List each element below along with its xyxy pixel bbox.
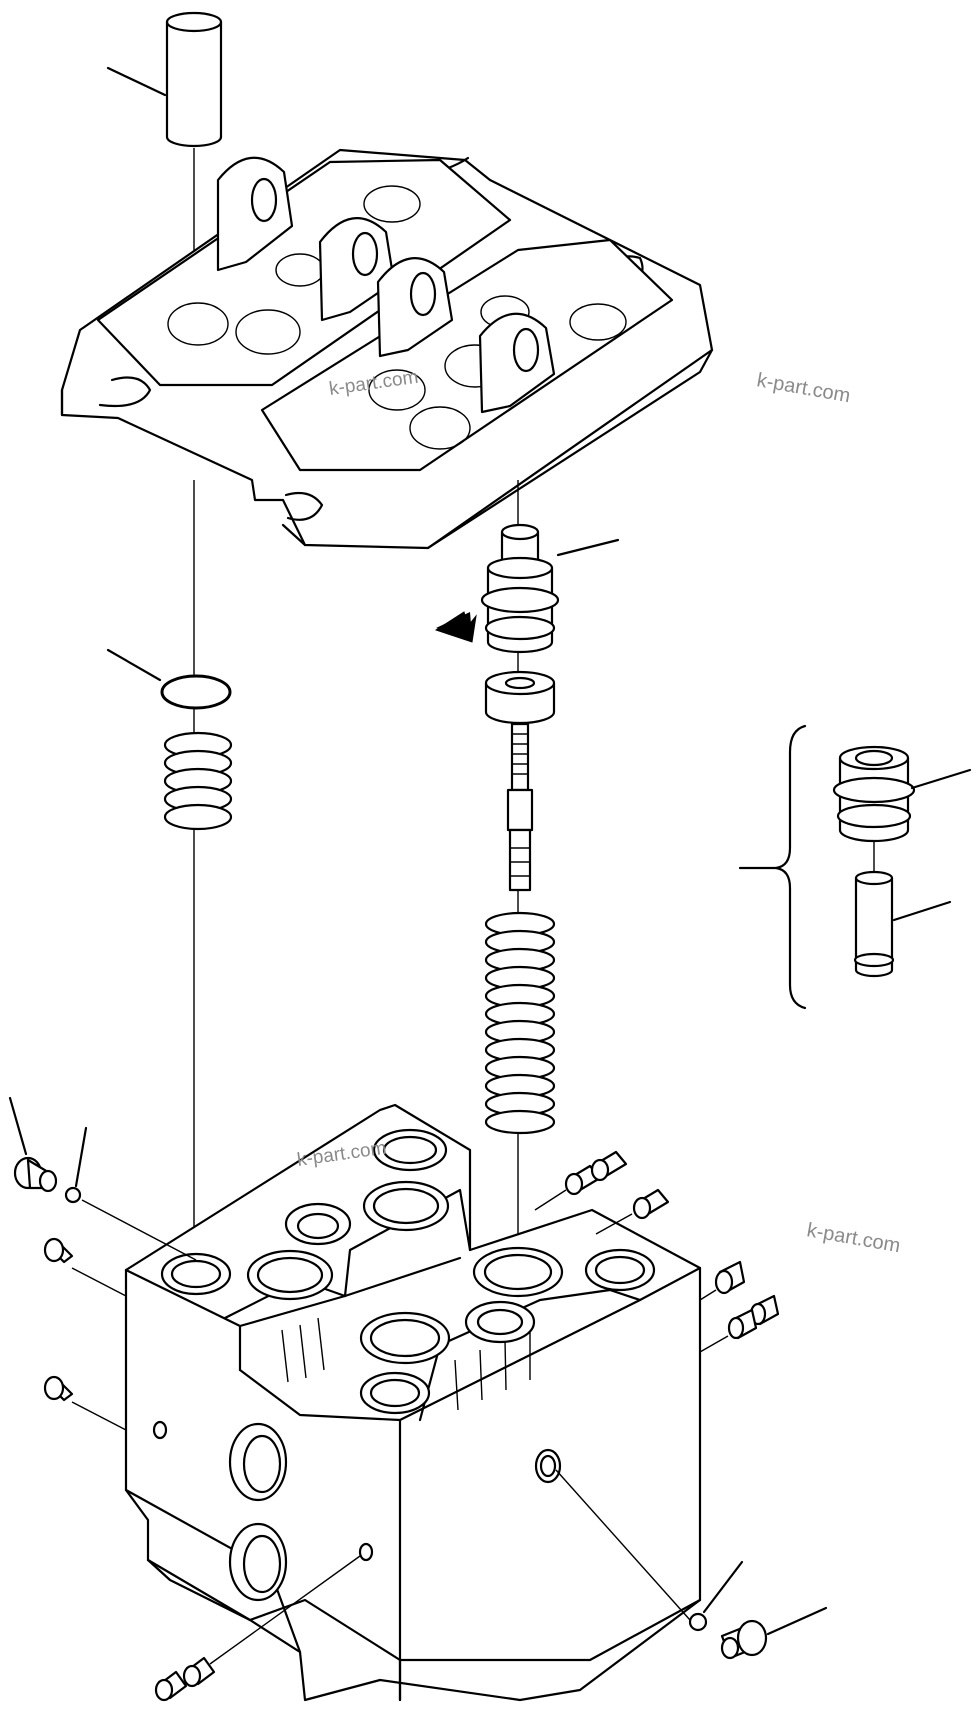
plug-right-1 — [714, 1260, 746, 1295]
retainer-plate — [60, 148, 714, 550]
axis-line-plug-right-pair — [699, 1335, 729, 1353]
axis-line-plug-bottom-pair — [209, 1555, 361, 1665]
spring-seat — [484, 670, 556, 725]
axis-line-plug-top-right-pair — [534, 1189, 567, 1211]
plug-bottom-pair — [154, 1656, 216, 1702]
axis-line-plug-left-2 — [71, 1401, 127, 1431]
leader-line-ball-left — [74, 1126, 88, 1188]
leader-line-plunger — [106, 66, 167, 97]
watermark-2: k-part.com — [755, 369, 852, 407]
valve-cartridge — [480, 523, 560, 654]
leader-line-inset-cartridge — [910, 768, 972, 790]
leader-line-o-ring — [106, 648, 162, 682]
leader-line-screw-right — [766, 1606, 828, 1636]
bleed-screw-left — [13, 1156, 58, 1193]
leader-line-ball-right — [702, 1560, 744, 1614]
arrow-indicator-shaft — [436, 612, 472, 636]
spool — [506, 722, 534, 892]
plug-left-2 — [43, 1375, 74, 1402]
axis-line-plug-right-1 — [699, 1289, 717, 1301]
plug-right-pair — [727, 1294, 780, 1340]
ball-left — [64, 1186, 82, 1204]
axis-line-plug-top-right — [595, 1213, 633, 1235]
leader-line-inset-pin — [892, 900, 952, 922]
plug-top-right-pair — [564, 1150, 628, 1196]
ball-right — [688, 1612, 708, 1632]
watermark-4: k-part.com — [805, 1219, 902, 1257]
inset-pin — [853, 870, 895, 978]
axis-line-ball-left — [81, 1199, 197, 1261]
inset-brace — [774, 724, 807, 1010]
leader-line-screw-left — [8, 1096, 28, 1156]
leader-line-cartridge — [556, 538, 620, 557]
bleed-screw-right — [720, 1619, 768, 1660]
plunger-pin — [165, 11, 223, 148]
valve-spring-right — [484, 911, 556, 1135]
plug-top-right — [632, 1188, 670, 1220]
o-ring — [160, 674, 232, 710]
plug-left-1 — [43, 1237, 74, 1264]
axis-line-right-lower — [555, 1469, 691, 1621]
inset-cartridge — [832, 745, 916, 843]
valve-body — [124, 1103, 702, 1702]
valve-spring-left — [163, 731, 233, 831]
axis-line-plug-left-1 — [71, 1267, 127, 1297]
